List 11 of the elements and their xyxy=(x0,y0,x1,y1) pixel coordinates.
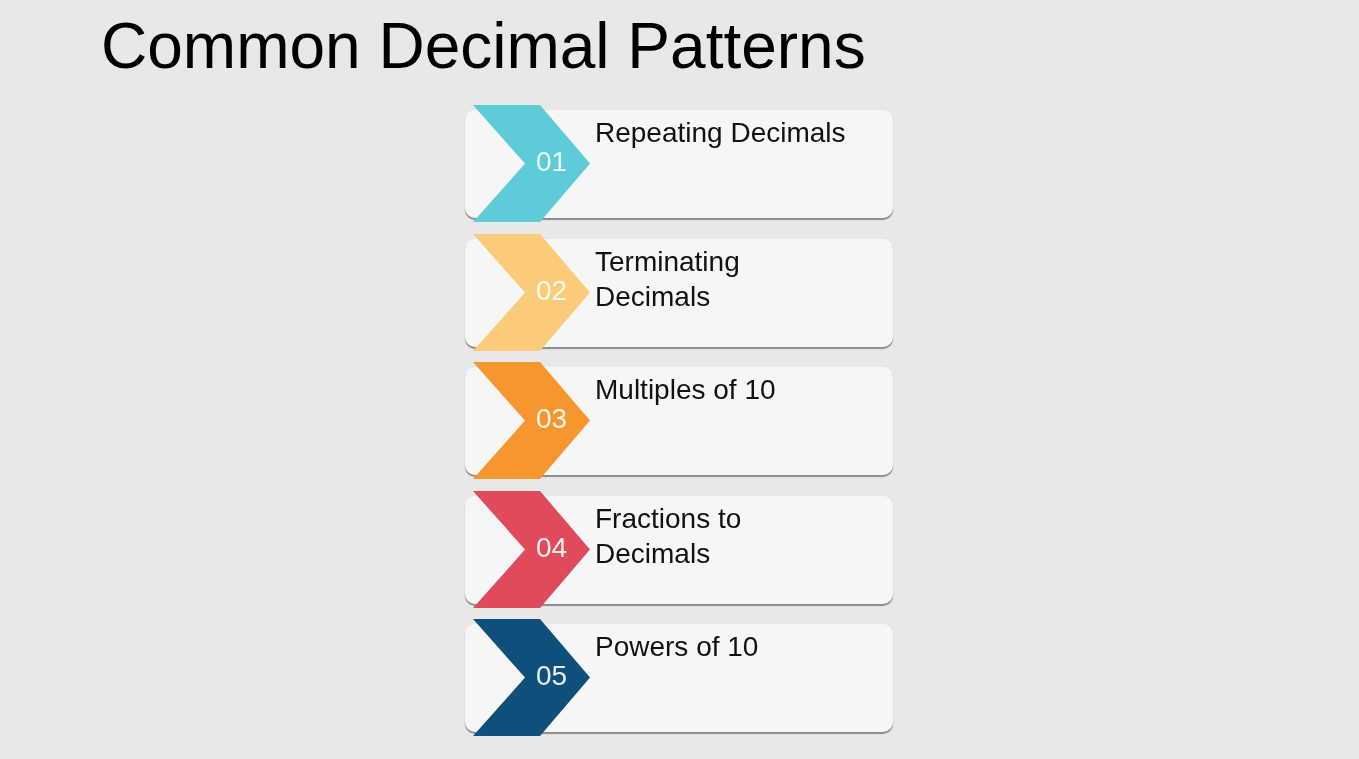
step-number: 03 xyxy=(536,403,568,435)
step-title: Terminating Decimals xyxy=(595,244,741,314)
step-title: Repeating Decimals xyxy=(595,116,847,150)
step-title: Powers of 10 xyxy=(595,630,760,664)
step-title: Fractions to Decimals xyxy=(595,501,743,571)
title: Common Decimal Patterns xyxy=(101,14,866,78)
step-number: 05 xyxy=(536,660,568,692)
step-number: 04 xyxy=(536,531,568,564)
step-title: Multiples of 10 xyxy=(595,373,777,407)
step-number: 01 xyxy=(536,146,568,178)
step-number: 02 xyxy=(536,274,568,307)
